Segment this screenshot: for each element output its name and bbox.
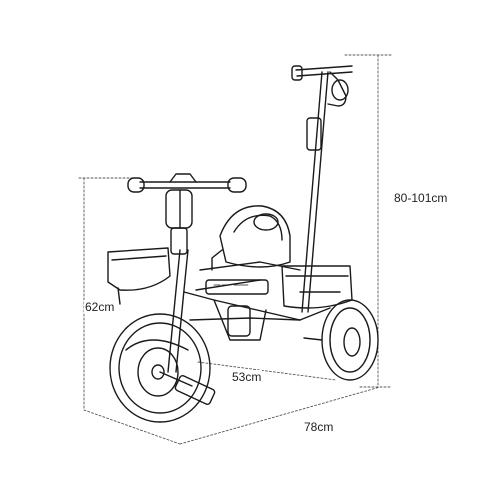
rear-wheel [303, 299, 379, 381]
frame [183, 261, 331, 341]
front-wheel [109, 313, 211, 423]
front-basket [107, 247, 171, 305]
seat-height-dimension-label: 62cm [84, 300, 116, 314]
length-dimension-line [179, 386, 381, 445]
handlebar [127, 173, 247, 193]
height-dimension-label: 80-101cm [393, 191, 449, 205]
push-handle [291, 65, 353, 313]
pedal [159, 371, 216, 405]
seat [211, 205, 291, 271]
length-dimension-label: 78cm [303, 420, 335, 434]
dimension-lines [78, 54, 393, 445]
length-left-segment [83, 409, 181, 445]
wheelbase-dimension-line [197, 361, 337, 381]
front-fork [165, 189, 193, 373]
wheelbase-dimension-label: 53cm [231, 370, 263, 384]
